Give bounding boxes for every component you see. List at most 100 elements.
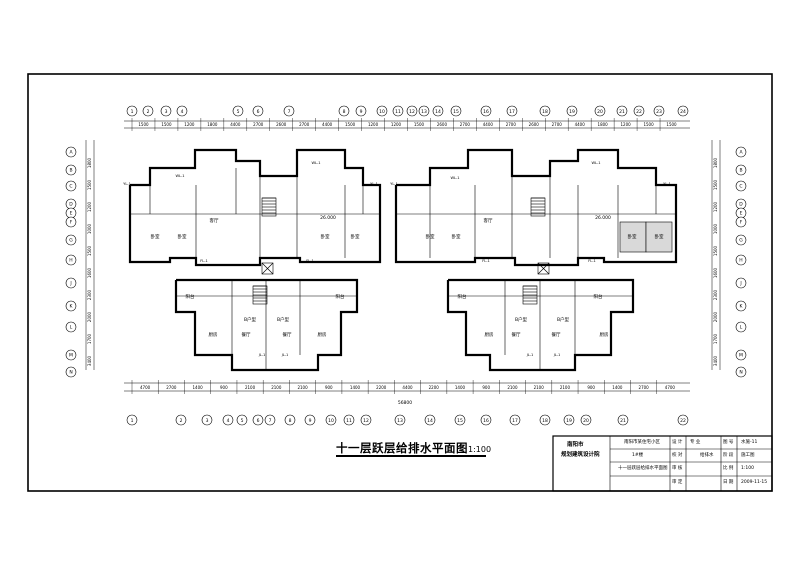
axis-number: 11 [395, 109, 401, 115]
axis-bubble [735, 234, 747, 246]
top-dimension-label: 1800 [598, 122, 609, 127]
top-dimension-label: 2700 [253, 122, 264, 127]
axis-letter: C [69, 184, 72, 190]
room-label: 卧室 [628, 233, 637, 240]
axis-bubble [376, 105, 388, 117]
left-dimension-label: 1500 [87, 179, 92, 190]
top-dimension-label: 2700 [506, 122, 517, 127]
stair-well [530, 197, 546, 217]
top-dimension-label: 1800 [207, 122, 218, 127]
axis-number: 2 [147, 109, 150, 115]
right-dimension-label: 1200 [713, 201, 718, 212]
axis-number: 2 [180, 418, 183, 424]
bottom-dimension-label: 2100 [297, 385, 308, 390]
tb-label-audit: 审 核 [672, 466, 683, 471]
axis-bubble [126, 105, 138, 117]
top-dimension-label: 1500 [345, 122, 356, 127]
bottom-dimension-label: 2100 [560, 385, 571, 390]
room-label: 阳台 [594, 293, 603, 300]
tb-label-check: 校 对 [672, 453, 683, 458]
axis-letter: K [70, 304, 74, 310]
title-underline [336, 455, 486, 457]
drawing-scale: 1:100 [468, 445, 492, 454]
axis-number: 9 [360, 109, 363, 115]
room-label: 厨房 [318, 331, 327, 338]
axis-number: 10 [328, 418, 334, 424]
tb-label-stage: 阶 段 [723, 453, 734, 458]
axis-bubble [284, 414, 296, 426]
axis-bubble [65, 216, 77, 228]
top-dimension-label: 2700 [552, 122, 563, 127]
room-label: 26.000 [595, 215, 611, 221]
axis-number: 3 [206, 418, 209, 424]
axis-bubble [580, 414, 592, 426]
axis-number: 12 [363, 418, 369, 424]
axis-bubble [232, 105, 244, 117]
tb-label-approve: 审 定 [672, 480, 683, 485]
left-dimension-label: 1200 [87, 201, 92, 212]
bottom-dimension-label: 4400 [402, 385, 413, 390]
axis-bubble [392, 105, 404, 117]
dimension-chains [85, 120, 721, 392]
room-label: B户型 [244, 316, 257, 323]
bottom-dimension-label: 1400 [455, 385, 466, 390]
pipe-tag: WL-1 [591, 161, 600, 165]
top-dimension-label: 4400 [575, 122, 586, 127]
room-label: B户型 [557, 316, 570, 323]
axis-bubble [304, 414, 316, 426]
right-dimension-label: 1500 [713, 245, 718, 256]
axis-number: 21 [619, 109, 625, 115]
left-dimension-label: 1600 [87, 267, 92, 278]
axis-letter: H [69, 258, 72, 264]
left-dimension-label: 3400 [87, 355, 92, 366]
tb-label-major: 专 业 [690, 440, 701, 445]
axis-letter: M [739, 353, 743, 359]
axis-bubble [735, 146, 747, 158]
axis-letter: A [739, 150, 743, 156]
axis-bubble [633, 105, 645, 117]
axis-bubble [735, 366, 747, 378]
bottom-dimension-label: 4700 [140, 385, 151, 390]
room-label: 卧室 [351, 233, 360, 240]
right-dimension-label: 1600 [713, 267, 718, 278]
top-dimension-label: 4400 [483, 122, 494, 127]
top-dimension-label: 2600 [437, 122, 448, 127]
axis-bubble [142, 105, 154, 117]
bottom-dimension-label: 2700 [166, 385, 177, 390]
bottom-dimension-label: 2100 [271, 385, 282, 390]
tb-val-date: 2009-11-15 [741, 480, 768, 485]
bottom-dimension-label: 2200 [376, 385, 387, 390]
axis-letter: L [740, 325, 743, 331]
axis-bubble [735, 254, 747, 266]
pipe-tag: FL-1 [200, 259, 208, 263]
axis-bubble [264, 414, 276, 426]
pipe-tag: JL-1 [526, 353, 534, 357]
top-dimension-label: 1200 [621, 122, 632, 127]
axis-number: 20 [597, 109, 603, 115]
axis-number: 5 [241, 418, 244, 424]
axis-bubble [735, 216, 747, 228]
axis-number: 18 [542, 418, 548, 424]
axis-bubble [325, 414, 337, 426]
axis-bubble [406, 105, 418, 117]
pipe-tag: WL-1 [311, 161, 320, 165]
axis-number: 5 [237, 109, 240, 115]
bottom-dimension-label: 4700 [665, 385, 676, 390]
tb-val-scale: 1:100 [741, 466, 754, 471]
bottom-dimension-label: 1400 [612, 385, 623, 390]
left-dimension-label: 1700 [87, 333, 92, 344]
axis-bubble [360, 414, 372, 426]
axis-number: 20 [583, 418, 589, 424]
axis-number: 18 [542, 109, 548, 115]
bottom-dimension-label: 900 [325, 385, 333, 390]
top-dimension-label: 1500 [643, 122, 654, 127]
pipe-tag: YL-1 [123, 182, 131, 186]
top-dimension-label: 1200 [391, 122, 402, 127]
axis-number: 4 [181, 109, 184, 115]
stair-well [252, 285, 268, 305]
axis-bubble [735, 349, 747, 361]
axis-number: 10 [379, 109, 385, 115]
